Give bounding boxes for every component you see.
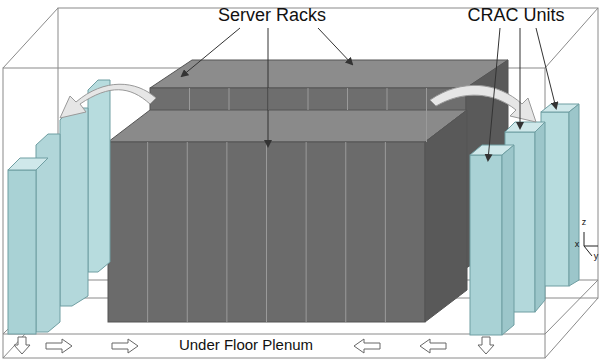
axis-letter: x [575, 240, 580, 250]
axis-letter: y [594, 252, 599, 262]
part-label: Server Racks [218, 6, 326, 26]
part-label: CRAC Units [467, 6, 564, 26]
region-label: Under Floor Plenum [179, 337, 313, 354]
axis-letter: z [582, 218, 587, 228]
